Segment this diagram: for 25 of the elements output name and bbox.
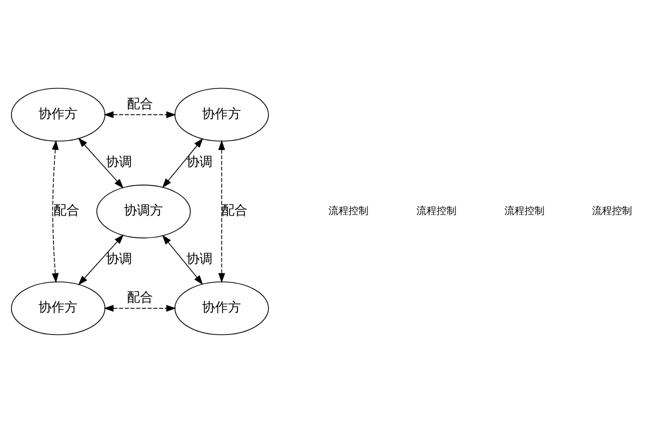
arrow bbox=[78, 137, 124, 188]
arrow bbox=[104, 110, 176, 118]
edge-label: 配合 bbox=[126, 96, 153, 112]
arrow bbox=[162, 138, 204, 188]
arrow bbox=[162, 234, 204, 284]
label: 流程控制 bbox=[504, 206, 544, 217]
arrow bbox=[78, 234, 124, 285]
arrow bbox=[218, 140, 226, 282]
edge-label: 协调 bbox=[186, 251, 213, 266]
node-ellipse: 协作方 bbox=[10, 280, 106, 335]
edge-label: 协调 bbox=[106, 251, 132, 266]
label: 流程控制 bbox=[328, 206, 369, 217]
edge-label: 协调 bbox=[106, 154, 132, 170]
arrow bbox=[104, 304, 176, 312]
label: 流程控制 bbox=[592, 206, 632, 217]
edge-label: 协调 bbox=[186, 154, 213, 170]
edge-label: 配合 bbox=[222, 203, 248, 218]
edge-label: 配合 bbox=[53, 203, 80, 218]
node-ellipse: 协作方 bbox=[174, 280, 269, 335]
node-ellipse: 协作方 bbox=[174, 87, 269, 142]
edge-label: 配合 bbox=[126, 290, 153, 306]
node-ellipse: 协调方 bbox=[96, 184, 191, 238]
label: 流程控制 bbox=[416, 206, 456, 217]
arrow bbox=[52, 140, 59, 282]
node-ellipse: 协作方 bbox=[10, 87, 106, 142]
